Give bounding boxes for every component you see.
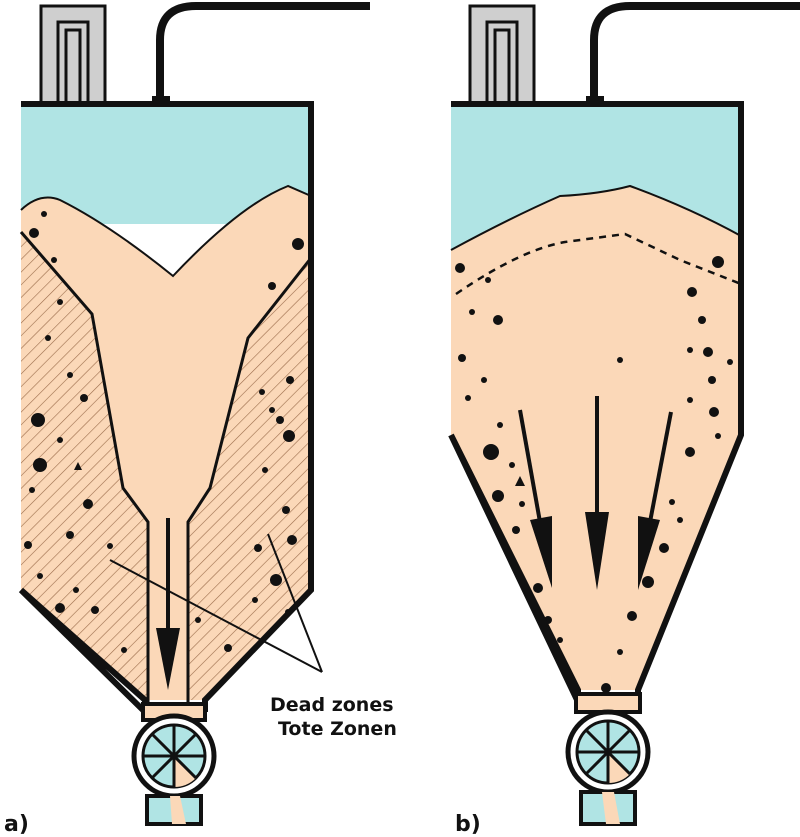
filter-unit-a	[39, 4, 107, 106]
filter-unit-b	[468, 4, 536, 106]
panel-label-b: b)	[455, 812, 481, 837]
dead-zone-left-a	[21, 232, 148, 700]
gas-pipe-a	[156, 1, 370, 104]
gas-pipe-b	[590, 1, 800, 104]
rotary-valve-a	[131, 702, 217, 826]
rotary-valve-b	[565, 692, 651, 826]
dead-zones-label: Dead zones	[270, 694, 394, 716]
flow-arrows-b	[518, 396, 673, 590]
particles-a	[24, 211, 304, 653]
silo-b: b)	[448, 1, 800, 837]
particles-b	[455, 256, 733, 693]
silo-a: a)	[4, 1, 370, 837]
dead-zone-pointers	[109, 533, 323, 673]
dead-zone-right-a	[188, 258, 311, 700]
panel-label-a: a)	[4, 812, 29, 837]
tote-zonen-label: Tote Zonen	[278, 718, 397, 740]
flow-channel-right-a	[186, 257, 313, 702]
flow-channel-left-a	[19, 231, 150, 702]
flow-arrow-a	[156, 518, 180, 690]
initial-level-line-b	[455, 232, 742, 296]
